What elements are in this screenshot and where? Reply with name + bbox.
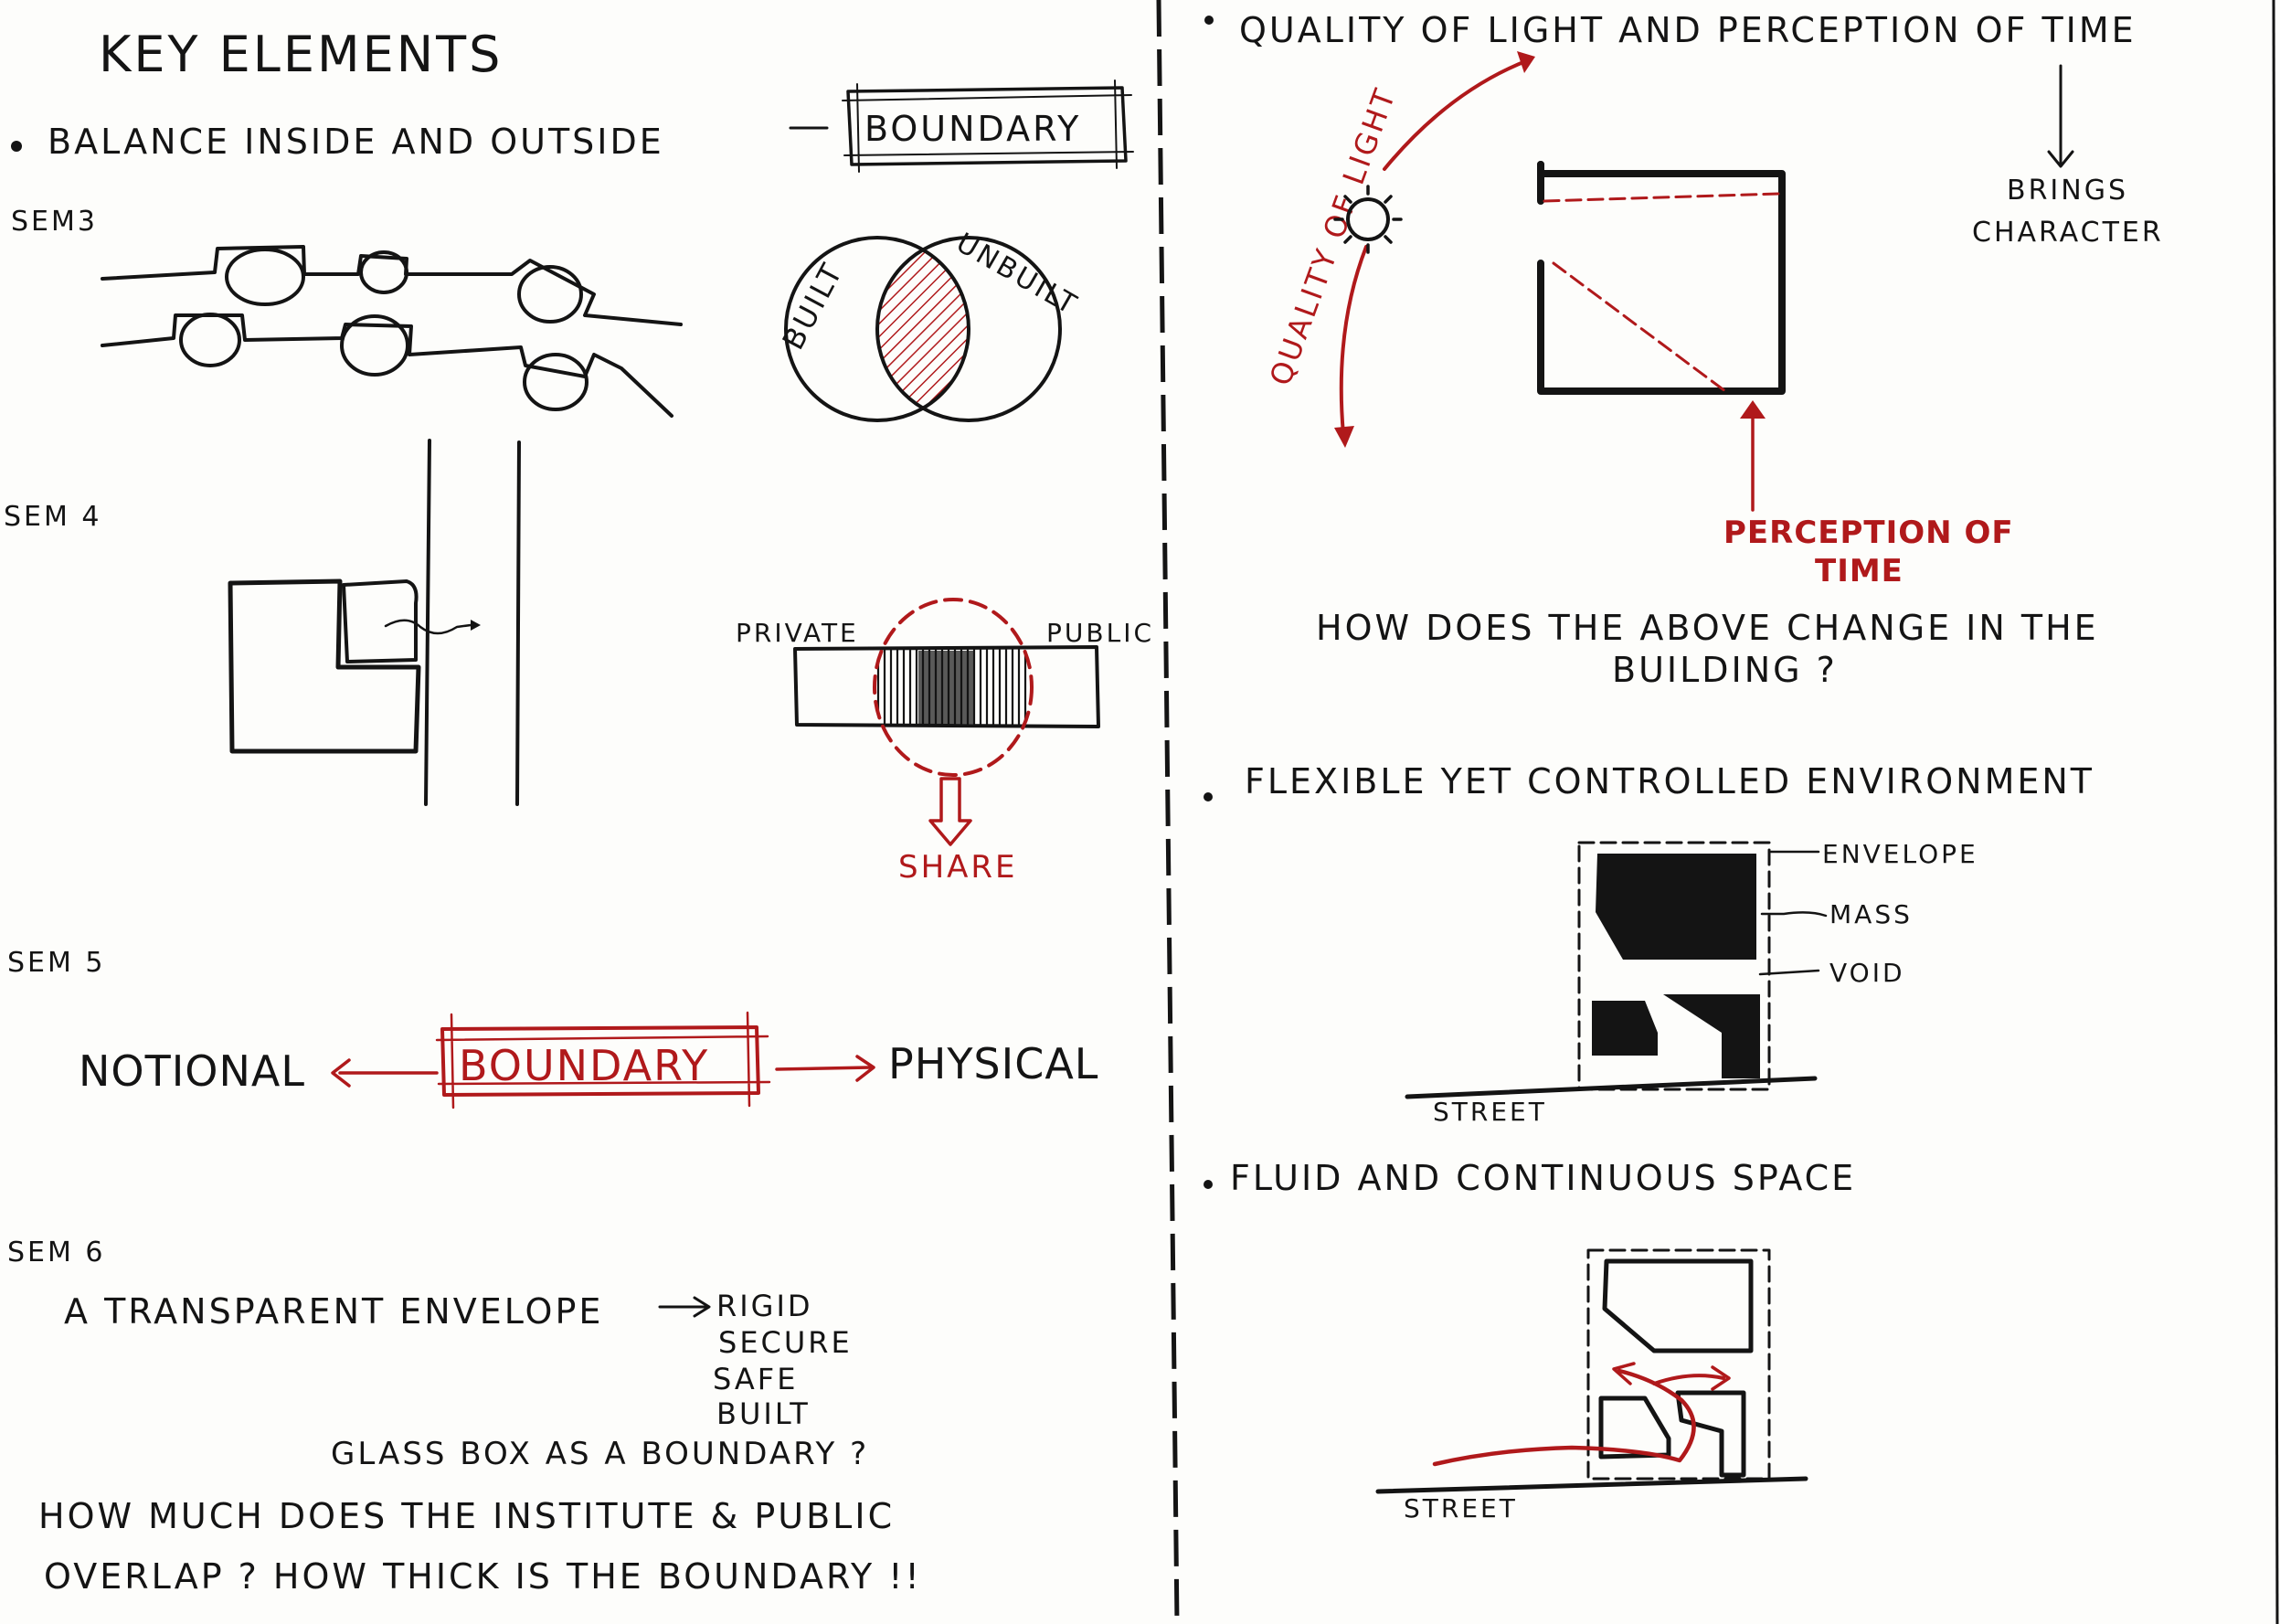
glass-box-question: GLASS BOX AS A BOUNDARY ?	[331, 1436, 869, 1472]
fluid-section-sketch: STREET	[1375, 1248, 1808, 1523]
list-secure: SECURE	[718, 1325, 853, 1360]
overlap-question-line1: HOW MUCH DOES THE INSTITUTE & PUBLIC	[38, 1496, 895, 1536]
perception-of-time-line1: PERCEPTION OF	[1723, 515, 2014, 551]
sem3-section: SEM3 BUILT UNBUILT	[11, 206, 1084, 422]
bullet-dot	[1204, 16, 1214, 25]
flexible-section: FLEXIBLE YET CONTROLLED ENVIRONMENT ENVE…	[1204, 761, 2094, 1127]
street-label-flexible: STREET	[1433, 1097, 1547, 1127]
boundary-box-small: BOUNDARY	[842, 80, 1134, 173]
light-question-line1: HOW DOES THE ABOVE CHANGE IN THE	[1316, 608, 2099, 648]
page-title: KEY ELEMENTS	[99, 26, 503, 83]
sem3-label: SEM3	[11, 206, 98, 238]
sem4-label: SEM 4	[4, 501, 102, 533]
sem4-section: SEM 4 PRIVATE PUBLIC SHARE	[4, 439, 1154, 886]
venn-label-unbuilt: UNBUILT	[950, 227, 1083, 322]
character-label: CHARACTER	[1972, 217, 2164, 249]
sem5-label: SEM 5	[7, 947, 106, 979]
perception-of-time-line2: TIME	[1815, 553, 1904, 589]
boundary-box-small-label: BOUNDARY	[864, 109, 1081, 149]
public-label: PUBLIC	[1046, 618, 1154, 648]
light-arc: QUALITY OF LIGHT	[1263, 51, 1535, 448]
list-built: BUILT	[716, 1396, 811, 1431]
sem3-plan-sketch	[101, 245, 683, 418]
flexible-heading: FLEXIBLE YET CONTROLLED ENVIRONMENT	[1245, 761, 2094, 801]
bullet-balance-text: BALANCE INSIDE AND OUTSIDE	[48, 122, 664, 162]
sem4-plan-sketch	[228, 439, 521, 806]
sun-icon	[1333, 185, 1403, 254]
envelope-arrow	[658, 1296, 711, 1318]
light-section: QUALITY OF LIGHT AND PERCEPTION OF TIME …	[1204, 10, 2164, 690]
private-label: PRIVATE	[736, 618, 859, 648]
light-heading: QUALITY OF LIGHT AND PERCEPTION OF TIME	[1239, 10, 2137, 50]
bullet-dot	[11, 141, 22, 152]
bullet-dot	[1204, 1180, 1213, 1189]
bullet-balance: BALANCE INSIDE AND OUTSIDE BOUNDARY	[11, 80, 1134, 173]
notional-arrow	[331, 1058, 439, 1088]
light-section-box	[1537, 161, 1786, 395]
fluid-section: FLUID AND CONTINUOUS SPACE STREET	[1204, 1158, 1856, 1523]
perception-arrow	[1740, 400, 1766, 512]
sem6-section: SEM 6 A TRANSPARENT ENVELOPE RIGID SECUR…	[7, 1237, 922, 1597]
brings-label: BRINGS	[2007, 175, 2128, 207]
list-rigid: RIGID	[716, 1289, 813, 1323]
void-label: VOID	[1829, 958, 1905, 988]
transparent-envelope-text: A TRANSPARENT ENVELOPE	[64, 1291, 603, 1332]
venn-label-built: BUILT	[776, 256, 851, 356]
sem5-section: SEM 5 NOTIONAL BOUNDARY PHYSICAL	[7, 947, 1098, 1109]
boundary-large-label: BOUNDARY	[459, 1041, 709, 1090]
page-divider	[1156, 0, 2279, 1624]
boundary-box-large: BOUNDARY	[435, 1011, 771, 1109]
notional-label: NOTIONAL	[79, 1046, 305, 1096]
light-question-line2: BUILDING ?	[1612, 650, 1838, 690]
fluid-heading: FLUID AND CONTINUOUS SPACE	[1230, 1158, 1856, 1198]
physical-arrow	[775, 1055, 875, 1082]
envelope-label: ENVELOPE	[1822, 839, 1978, 869]
flexible-section-sketch: ENVELOPE MASS VOID STREET	[1405, 839, 1978, 1127]
list-safe: SAFE	[713, 1362, 798, 1396]
share-label: SHARE	[898, 849, 1018, 886]
mass-label: MASS	[1829, 899, 1913, 929]
bullet-dot	[1204, 792, 1213, 801]
brings-arrow	[2047, 64, 2074, 168]
overlap-question-line2: OVERLAP ? HOW THICK IS THE BOUNDARY !!	[44, 1556, 922, 1597]
private-public-diagram: PRIVATE PUBLIC SHARE	[736, 598, 1154, 886]
physical-label: PHYSICAL	[888, 1039, 1098, 1088]
street-label-fluid: STREET	[1404, 1493, 1518, 1523]
built-unbuilt-venn: BUILT UNBUILT	[776, 227, 1084, 422]
sem6-label: SEM 6	[7, 1237, 106, 1268]
